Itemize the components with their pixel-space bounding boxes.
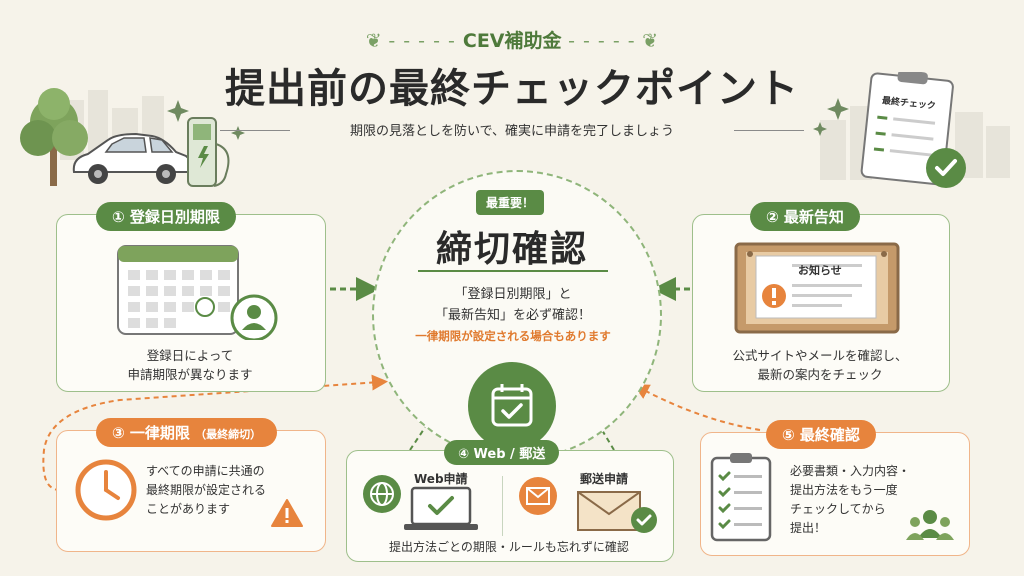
announcement-line-1: 公式サイトやメールを確認し、 — [732, 348, 908, 363]
center-line-1: 「登録日別期限」と — [454, 287, 572, 302]
leaf-icon: ❦ — [365, 30, 382, 52]
calendar-check-badge — [468, 362, 556, 450]
team-people-icon — [906, 510, 954, 540]
divider: - - - - - — [568, 30, 636, 52]
mail-application-label: 郵送申請 — [580, 472, 629, 486]
calendar-icon — [117, 245, 278, 340]
notice-board-icon — [734, 242, 900, 334]
calendar-check-icon — [491, 384, 533, 427]
divider: - - - - - — [388, 30, 463, 52]
uniform-deadline-note: 一律期限が設定される場合もあります — [415, 329, 611, 343]
divider — [734, 130, 804, 131]
leaf-icon: ❦ — [642, 30, 659, 52]
uniform-line-1: すべての申請に共通の — [146, 464, 265, 478]
registration-line-1: 登録日によって — [146, 348, 234, 363]
announcement-line-2: 最新の案内をチェック — [757, 367, 883, 382]
center-instruction: 「登録日別期限」と 「最新告知」を必ず確認！ — [400, 284, 626, 326]
mail-envelope-icon — [577, 491, 657, 533]
clock-icon — [75, 459, 137, 521]
final-line-2: 提出方法をもう一度 — [790, 483, 898, 497]
globe-icon — [363, 475, 401, 513]
uniform-line-2: 最終期限が設定される — [146, 483, 267, 497]
divider — [502, 476, 503, 536]
web-application-label: Web申請 — [414, 472, 468, 486]
page-title: 提出前の最終チェックポイント — [225, 66, 799, 112]
uniform-line-3: ことがあります — [146, 502, 231, 516]
submission-method-card — [346, 450, 674, 562]
final-line-1: 必要書類・入力内容・ — [790, 464, 911, 478]
laptop-icon — [404, 486, 478, 530]
final-line-3: チェックしてから — [790, 502, 886, 516]
most-important-badge: 最重要！ — [476, 190, 545, 215]
program-name: CEV補助金 — [462, 30, 562, 52]
uniform-deadline-pill: ③ 一律期限 （最終締切） — [96, 418, 278, 447]
warning-icon — [271, 499, 303, 527]
registration-line-2: 申請期限が異なります — [127, 367, 253, 382]
registration-deadline-text: 登録日によって 申請期限が異なります — [66, 346, 314, 384]
checklist-clipboard-illustration — [860, 72, 966, 188]
center-line-2: 「最新告知」を必ず確認！ — [434, 308, 591, 323]
latest-announcement-pill: ② 最新告知 — [750, 202, 860, 231]
submission-method-footer: 提出方法ごとの期限・ルールも忘れずに確認 — [389, 540, 629, 554]
final-check-text: 必要書類・入力内容・ 提出方法をもう一度 チェックしてから 提出！ — [790, 462, 940, 538]
page-subtitle: 期限の見落としを防いで、確実に申請を完了しましょう — [349, 124, 675, 139]
deadline-confirmation-title: 締切確認 — [435, 229, 588, 270]
subtitle-row: 期限の見落としを防いで、確実に申請を完了しましょう — [220, 120, 804, 140]
final-check-pill: ⑤ 最終確認 — [766, 420, 876, 449]
program-tag: ❦ - - - - - CEV補助金 - - - - - ❦ — [0, 26, 1024, 53]
registration-deadline-pill: ① 登録日別期限 — [96, 202, 236, 231]
envelope-icon — [519, 477, 557, 515]
final-line-4: 提出！ — [790, 521, 827, 535]
charging-station-icon — [187, 117, 230, 187]
divider — [220, 130, 290, 131]
uniform-deadline-label: ③ 一律期限 — [112, 424, 190, 442]
title-underline — [418, 270, 608, 272]
submission-method-pill: ④ Web / 郵送 — [444, 440, 560, 465]
notice-title: お知らせ — [798, 264, 842, 277]
clipboard-checklist-icon — [710, 453, 772, 542]
latest-announcement-text: 公式サイトやメールを確認し、 最新の案内をチェック — [700, 346, 940, 384]
tree-illustration — [20, 88, 88, 186]
uniform-deadline-sublabel: （最終締切） — [195, 428, 262, 441]
uniform-deadline-text: すべての申請に共通の 最終期限が設定される ことがあります — [146, 462, 276, 519]
